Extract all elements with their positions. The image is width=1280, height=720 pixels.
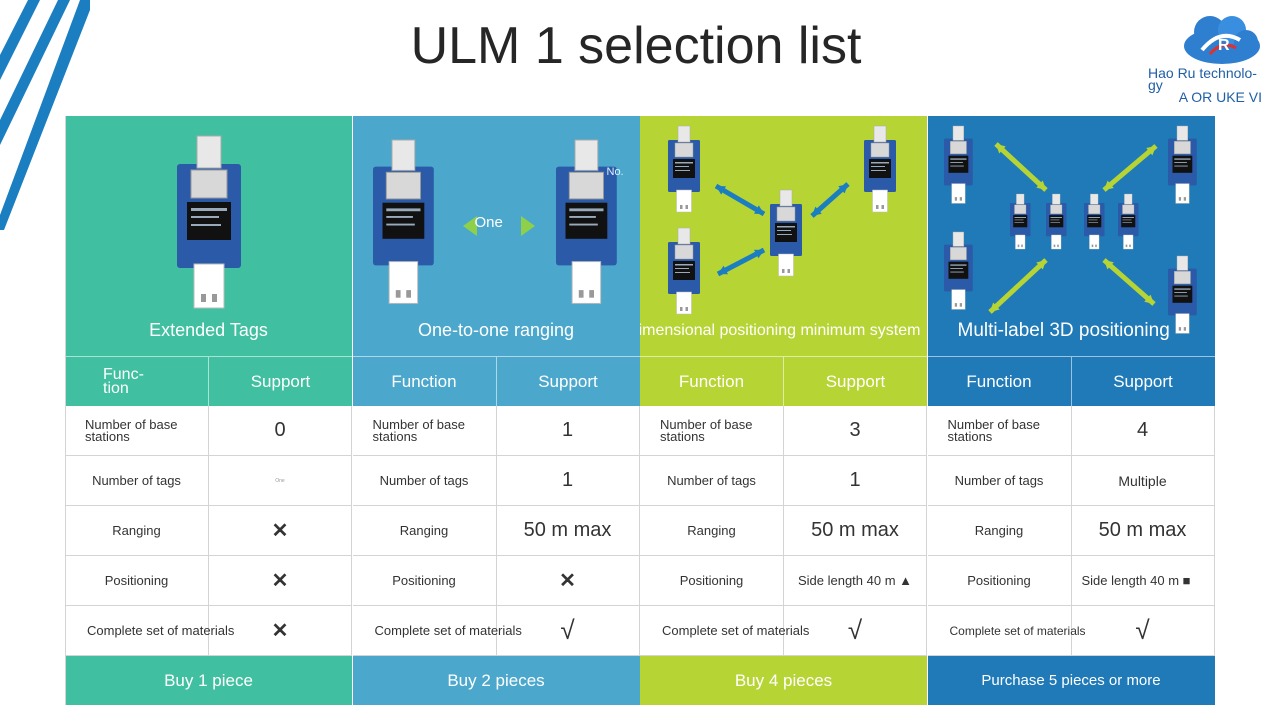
row-label: Ranging	[65, 506, 209, 556]
svg-text:R: R	[1218, 37, 1230, 54]
row-value: 50 m max	[496, 506, 640, 556]
row-value: 3	[784, 406, 927, 456]
row-value: 4	[1071, 406, 1215, 456]
row-label: Positioning	[352, 556, 497, 606]
brand-name: Hao Ru technolo-gy	[1148, 65, 1257, 93]
row-label: Number of tags	[352, 456, 497, 506]
value-text: 50 m max	[1098, 519, 1187, 541]
row-value: Multiple	[1071, 456, 1215, 506]
row-label: Number of tags	[927, 456, 1072, 506]
header-function: Function	[640, 356, 784, 406]
option-caption: Extended Tags	[149, 320, 268, 340]
value-text: 4	[1136, 419, 1149, 441]
value-text: Side length 40 m ■	[1081, 573, 1191, 588]
option-column: Two-dimensional positioning minimum syst…	[640, 116, 927, 705]
row-label: Number of base stations	[352, 406, 497, 456]
row-label: Number of tags	[65, 456, 209, 506]
check-icon: √	[1135, 615, 1150, 645]
row-value: 1	[784, 456, 927, 506]
row-value: Side length 40 m ■	[1071, 556, 1215, 606]
value-text: 50 m max	[523, 519, 612, 541]
row-label: Ranging	[927, 506, 1072, 556]
row-label: Complete set of materials	[65, 606, 234, 656]
image-overlay-label: One	[474, 214, 503, 231]
header-support: Support	[784, 356, 927, 406]
row-value: 0	[209, 406, 352, 456]
value-text: 3	[849, 419, 861, 441]
row-value: 50 m max	[784, 506, 927, 556]
header-function: Function	[352, 356, 497, 406]
row-label: Positioning	[65, 556, 209, 606]
purchase-footer: Buy 2 pieces	[352, 656, 640, 705]
purchase-footer: Purchase 5 pieces or more	[927, 656, 1215, 705]
header-support: Support	[209, 356, 352, 406]
row-label: Ranging	[352, 506, 497, 556]
row-value: ✕	[209, 556, 352, 606]
value-text: 1	[561, 469, 574, 491]
row-value: 1	[496, 406, 640, 456]
check-icon: √	[560, 615, 575, 645]
row-label: Number of base stations	[65, 406, 209, 456]
row-label: Ranging	[640, 506, 784, 556]
purchase-footer: Buy 4 pieces	[640, 656, 927, 705]
product-image-area: Multi-label 3D positioning	[927, 116, 1215, 356]
header-support: Support	[496, 356, 640, 406]
cloud-logo-icon: R	[1184, 16, 1260, 64]
row-label: Number of base stations	[640, 406, 784, 456]
product-image-area: Extended Tags	[65, 116, 352, 356]
row-value: ✕	[209, 606, 352, 656]
value-text: 50 m max	[811, 519, 899, 541]
row-label: Number of base stations	[927, 406, 1072, 456]
brand-subtitle: A OR UKE VI	[1178, 89, 1262, 105]
row-label: Complete set of materials	[927, 606, 1086, 656]
row-value: √	[496, 606, 640, 656]
row-value: √	[1071, 606, 1215, 656]
table-border	[65, 116, 66, 705]
product-boards-image	[943, 125, 1197, 334]
header-support: Support	[1071, 356, 1215, 406]
value-text: 1	[561, 419, 574, 441]
cross-icon: ✕	[271, 620, 289, 642]
product-image-area: One No. One-to-one ranging	[352, 116, 640, 356]
value-text: Side length 40 m ▲	[797, 573, 913, 588]
value-text: One	[275, 477, 285, 484]
row-value: ✕	[209, 506, 352, 556]
row-value: One	[209, 456, 352, 506]
value-text: Multiple	[1118, 472, 1167, 489]
image-overlay-label-2: No.	[606, 166, 624, 178]
row-label: Number of tags	[640, 456, 784, 506]
page-title: ULM 1 selection list	[410, 17, 862, 75]
cross-icon: ✕	[271, 520, 289, 542]
row-value: 1	[496, 456, 640, 506]
row-value: ✕	[496, 556, 640, 606]
header-function: Function	[927, 356, 1072, 406]
row-value: 50 m max	[1071, 506, 1215, 556]
row-label: Positioning	[640, 556, 784, 606]
option-caption: Two-dimensional positioning minimum syst…	[640, 322, 921, 339]
row-value: Side length 40 m ▲	[784, 556, 927, 606]
value-text: 0	[274, 419, 286, 441]
check-icon: √	[847, 615, 863, 645]
product-boards-image	[668, 125, 896, 315]
product-boards-image	[177, 135, 241, 309]
row-label: Complete set of materials	[352, 606, 522, 656]
value-text: 1	[849, 469, 861, 491]
product-boards-image	[372, 139, 617, 304]
header-function: Func- tion	[65, 356, 209, 406]
purchase-footer: Buy 1 piece	[65, 656, 352, 705]
cross-icon: ✕	[271, 570, 289, 592]
row-label: Complete set of materials	[640, 606, 809, 656]
row-label: Positioning	[927, 556, 1072, 606]
cross-icon: ✕	[559, 570, 576, 592]
row-value: √	[784, 606, 927, 656]
corner-stripes-decoration	[0, 0, 90, 230]
option-caption: One-to-one ranging	[417, 320, 575, 340]
option-caption: Multi-label 3D positioning	[957, 320, 1170, 341]
product-image-area: Two-dimensional positioning minimum syst…	[640, 116, 927, 356]
